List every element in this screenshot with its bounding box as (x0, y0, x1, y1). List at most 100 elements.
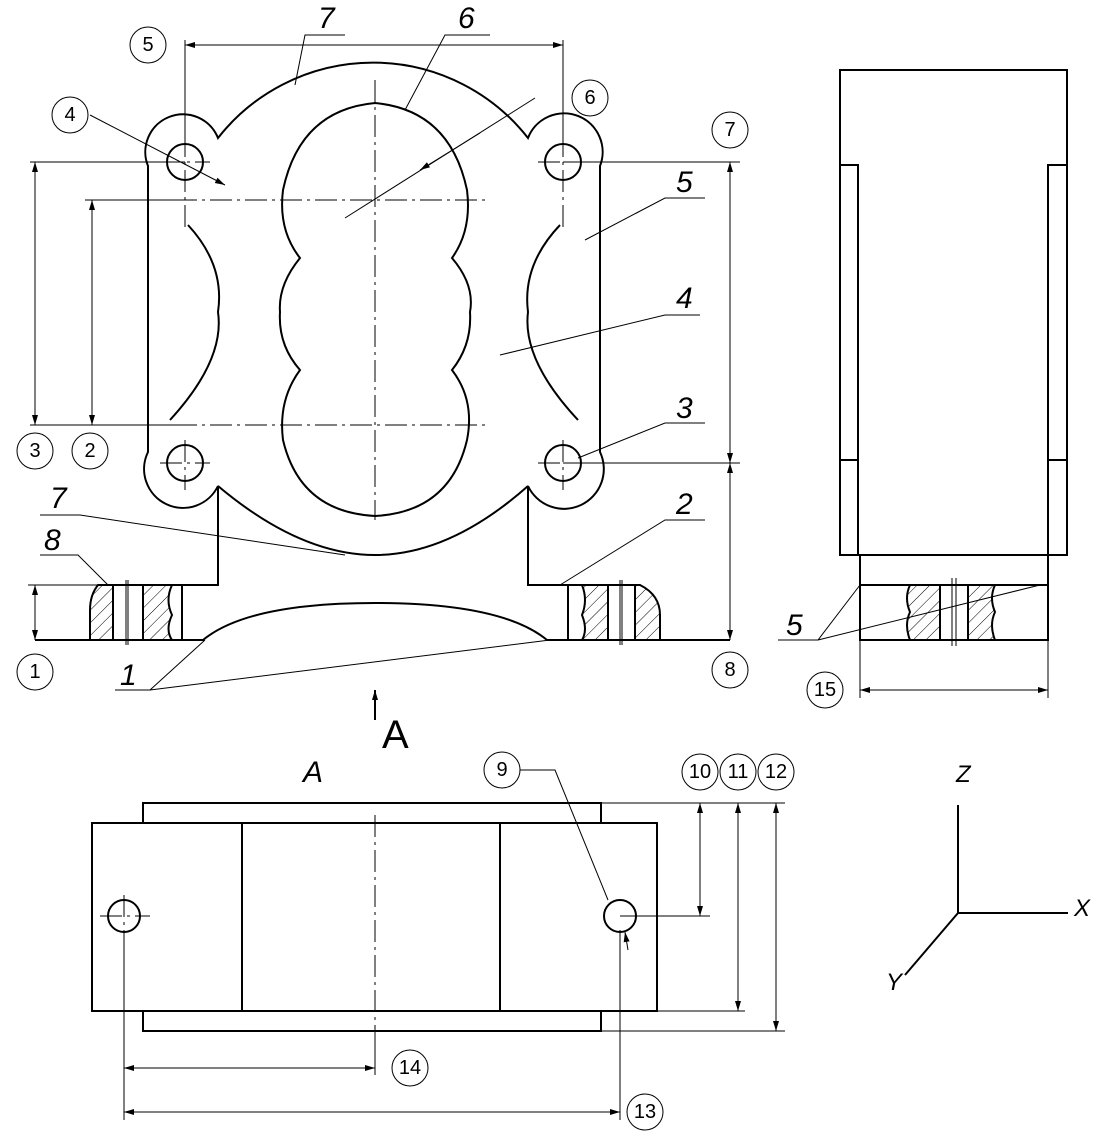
balloon-7: 7 (711, 111, 749, 149)
part-label-5-right: 5 (676, 166, 693, 199)
front-right-inner-arc (526, 224, 579, 421)
balloon-number: 13 (634, 1101, 656, 1123)
balloon-number: 3 (29, 440, 40, 462)
leader-8 (40, 554, 109, 586)
balloon-number: 7 (724, 119, 735, 141)
balloon-10: 10 (681, 753, 719, 791)
balloon-6: 6 (571, 79, 609, 117)
side-base-connect (859, 555, 1049, 585)
front-left-inner-arc (169, 224, 221, 421)
side-base (859, 584, 1049, 641)
balloon-5: 5 (129, 26, 167, 64)
leader-3-right (577, 422, 705, 459)
front-right-foot-hatch-2 (634, 584, 661, 641)
balloon-9: 9 (483, 751, 521, 789)
balloon-circle (719, 753, 757, 791)
balloon-number: 5 (142, 34, 153, 56)
balloon-11: 11 (719, 753, 757, 791)
balloon-8: 8 (711, 651, 749, 689)
leader-9 (520, 769, 609, 901)
axis-label-x: X (1073, 895, 1091, 922)
leader-5-side (778, 584, 1041, 641)
balloon-circle (51, 96, 89, 134)
view-a-center-lines (100, 815, 376, 1075)
side-bolt-lines (951, 578, 957, 646)
balloon-number: 8 (724, 659, 735, 681)
leader-4-right (499, 314, 700, 356)
view-a-dim-ext (123, 802, 785, 1120)
balloon-4: 4 (51, 96, 89, 134)
front-foot-bolt-lines (112, 580, 636, 645)
balloon-number: 15 (814, 679, 836, 701)
balloon-3: 3 (16, 432, 54, 470)
side-inner-strips (840, 164, 1067, 555)
leader-6-top (404, 34, 490, 111)
leader-1 (115, 639, 551, 691)
balloon-2: 2 (71, 432, 109, 470)
balloon-13: 13 (626, 1093, 664, 1131)
balloon-circle (806, 671, 844, 709)
balloon-circle (626, 1093, 664, 1131)
leader-5-right (584, 197, 705, 241)
axis-label-y: Y (886, 969, 904, 996)
balloon-number: 10 (689, 761, 711, 783)
part-label-3-right: 3 (676, 392, 693, 425)
axis-lines (904, 805, 1068, 976)
part-label-6-top: 6 (458, 2, 475, 35)
side-body (839, 69, 1068, 556)
front-left-foot-hatch-2 (142, 584, 174, 641)
part-label-7-top: 7 (318, 2, 336, 35)
balloon-number: 2 (84, 440, 95, 462)
leader-9-arrow (623, 931, 630, 951)
view-arrow-label: A (382, 713, 409, 757)
leader-6-arrow (419, 132, 481, 171)
part-label-2-right: 2 (675, 488, 693, 521)
balloon-number: 6 (584, 87, 595, 109)
leader-2-right (559, 519, 705, 586)
front-outer-contour (143, 61, 605, 641)
balloon-circle (129, 26, 167, 64)
balloon-circle (16, 432, 54, 470)
balloon-circle (681, 753, 719, 791)
balloon-circle (711, 111, 749, 149)
front-left-foot-hatch (89, 584, 114, 641)
balloon-12: 12 (757, 753, 795, 791)
side-base-hatch-right (967, 584, 997, 641)
view-a (91, 769, 785, 1120)
side-base-hatch-left (906, 584, 941, 641)
balloon-circle (16, 653, 54, 691)
side-view (778, 69, 1068, 698)
leader-4-hole (89, 114, 226, 186)
part-label-5-side: 5 (786, 609, 803, 642)
balloon-15: 15 (806, 671, 844, 709)
front-dim-extensions (28, 40, 740, 586)
front-right-foot-hatch (580, 584, 609, 641)
view-a-top-strip (142, 802, 602, 824)
part-label-1: 1 (120, 659, 137, 692)
axes (904, 805, 1068, 976)
front-view (28, 34, 740, 720)
side-dim-ext (859, 640, 1049, 698)
leader-7-top (294, 34, 345, 86)
part-label-4-right: 4 (676, 282, 693, 315)
balloon-number: 12 (765, 761, 787, 783)
view-title: A (301, 756, 323, 789)
balloon-circle (483, 751, 521, 789)
front-lower-arc (217, 485, 529, 557)
balloon-circle (391, 1049, 429, 1087)
front-inner-opening (278, 101, 472, 518)
axis-label-z: Z (955, 761, 972, 788)
part-labels: 7 6 5 4 3 7 8 2 1 5 A A Z X Y (44, 2, 1091, 996)
balloon-number: 1 (29, 661, 40, 683)
part-label-7-lower: 7 (50, 482, 68, 515)
balloon-number: 9 (496, 759, 507, 781)
balloon-1: 1 (16, 653, 54, 691)
balloon-number: 11 (728, 761, 749, 783)
balloon-number: 14 (399, 1057, 421, 1079)
balloon-circle (711, 651, 749, 689)
balloon-circle (571, 79, 609, 117)
part-label-8: 8 (44, 524, 61, 557)
front-center-lines (140, 80, 588, 520)
